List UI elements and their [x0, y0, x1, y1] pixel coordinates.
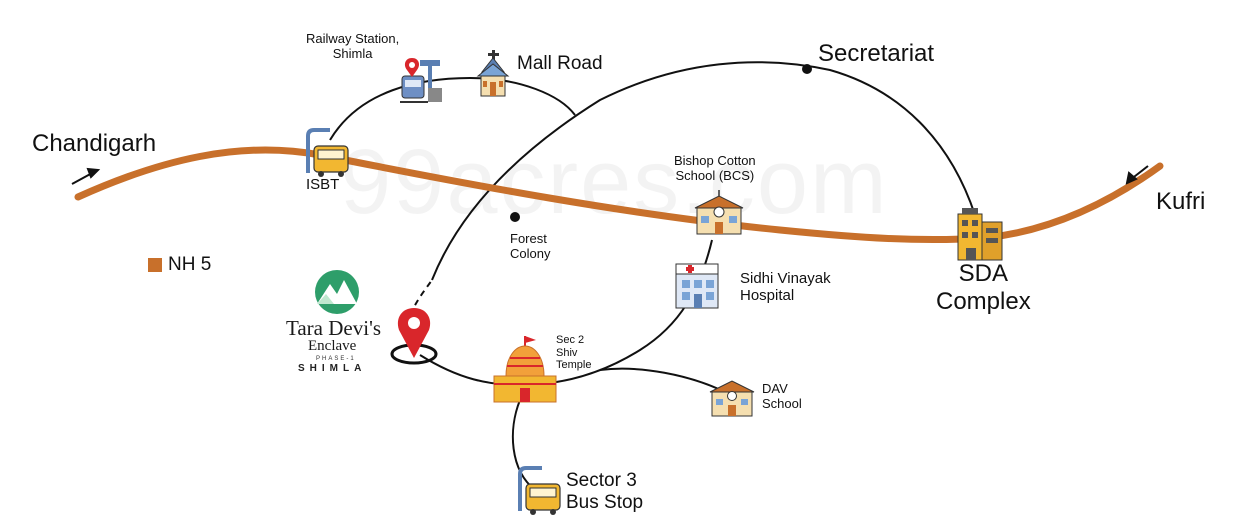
- route-secretariat-loop: [431, 61, 976, 281]
- brand-name: Tara Devi's: [286, 316, 382, 340]
- place-bcs: Bishop Cotton School (BCS): [674, 153, 756, 183]
- watermark: 99acres.com: [340, 130, 889, 235]
- arrow-kufri-icon: [1125, 165, 1149, 185]
- school-icon: [709, 380, 755, 417]
- place-sec2-temple: Sec 2 Shiv Temple: [556, 334, 592, 372]
- location-pin-icon: [390, 308, 438, 365]
- legend-label: NH 5: [168, 254, 212, 275]
- brand-sub: Enclave: [308, 338, 357, 354]
- route-isbt-mall-road: [329, 76, 576, 141]
- railway-station-icon: [400, 58, 442, 103]
- place-mall-road: Mall Road: [517, 53, 603, 74]
- place-sector3-bus-stop: Sector 3 Bus Stop: [566, 470, 644, 513]
- building-icon: [957, 208, 1003, 261]
- place-railway-station: Railway Station, Shimla: [306, 31, 400, 61]
- place-kufri: Kufri: [1156, 188, 1206, 215]
- church-icon: [476, 50, 510, 97]
- temple-icon: [493, 336, 557, 403]
- arrow-chandigarh-icon: [71, 167, 101, 185]
- logo-mountain-icon: [315, 270, 359, 314]
- secretariat-dot: [802, 64, 812, 74]
- school-icon: [694, 190, 744, 235]
- place-dav-school: DAV School: [762, 381, 802, 411]
- forest-colony-dot: [510, 212, 520, 222]
- brand-city: SHIMLA: [298, 363, 367, 374]
- bus-stop-icon: [306, 128, 349, 177]
- place-chandigarh: Chandigarh: [32, 130, 157, 157]
- route-temple-dav: [599, 367, 726, 393]
- place-secretariat: Secretariat: [818, 40, 935, 67]
- legend-swatch: [148, 258, 162, 272]
- route-temple-sector3: [511, 399, 536, 491]
- place-forest-colony: Forest Colony: [510, 231, 551, 261]
- brand-phase: PHASE-1: [316, 356, 356, 362]
- hospital-icon: [675, 263, 719, 309]
- place-sidhi-vinayak: Sidhi Vinayak Hospital: [740, 270, 831, 305]
- bus-stop-icon: [518, 466, 561, 515]
- place-sda-complex: SDA Complex: [936, 260, 1031, 315]
- place-isbt: ISBT: [306, 176, 340, 193]
